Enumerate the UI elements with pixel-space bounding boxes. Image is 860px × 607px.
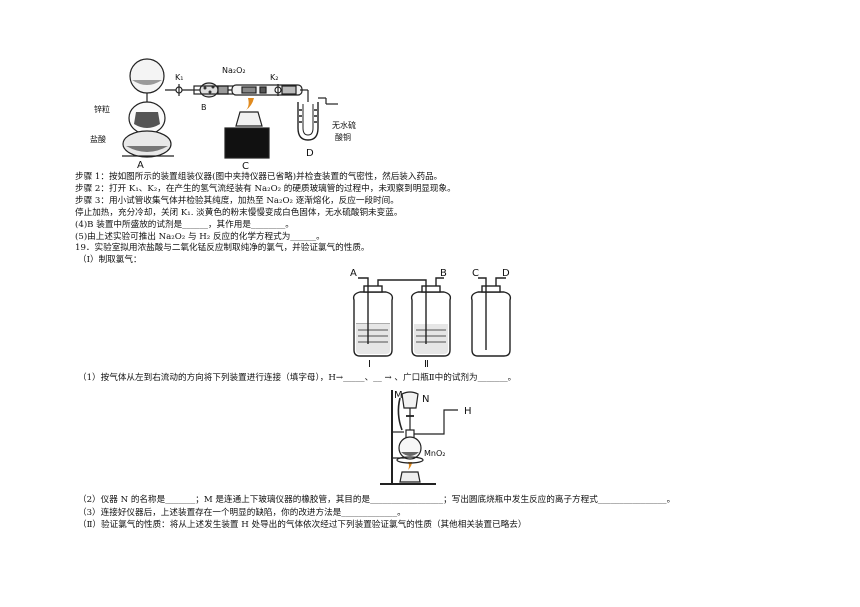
cuso4-label-1: 无水硫	[332, 120, 356, 130]
figure-na2o2-apparatus: K₁ Na₂O₂ K₂ 锌粒 盐酸 B A C D 无水硫 酸铜	[90, 58, 356, 170]
step-2-text: 步骤 2：打开 K₁、K₂，在产生的氢气流经装有 Na₂O₂ 的硬质玻璃管的过程…	[75, 184, 456, 194]
k1-label: K₁	[175, 73, 183, 82]
c-label: C	[242, 161, 249, 170]
bottle-c-label: C	[472, 268, 479, 279]
acid-label: 盐酸	[90, 134, 106, 144]
question-4: (4)B 装置中所盛放的试剂是______，其作用是________。	[75, 220, 294, 230]
cuso4-label-2: 酸铜	[335, 132, 351, 142]
figure-chlorine-generator: M N H MnO₂	[380, 390, 472, 485]
zinc-label: 锌粒	[94, 104, 110, 114]
question-1: （1）按气体从左到右流动的方向将下列装置进行连接（填字母），H→_____、__…	[78, 373, 517, 383]
question-2: （2）仪器 N 的名称是_______；M 是连通上下玻璃仪器的橡胶管，其目的是…	[78, 495, 676, 505]
na2o2-label: Na₂O₂	[222, 66, 246, 75]
n-label: N	[422, 394, 429, 405]
part-2-heading: （Ⅱ）验证氯气的性质：将从上述发生装置 H 处导出的气体依次经过下列装置验证氯气…	[78, 520, 527, 530]
bottle-b-label: B	[440, 268, 447, 279]
b-label: B	[201, 103, 207, 112]
k2-label: K₂	[270, 73, 278, 82]
d-label: D	[306, 148, 314, 159]
m-label: M	[394, 390, 403, 401]
a-label: A	[137, 160, 144, 170]
question-19: 19．实验室拟用浓盐酸与二氧化锰反应制取纯净的氯气，并验证氯气的性质。	[75, 243, 370, 253]
question-3: （3）连接好仪器后，上述装置存在一个明显的缺陷，你的改进方法是_________…	[78, 508, 406, 518]
step-3b-text: 停止加热，充分冷却，关闭 K₁. 淡黄色的粉末慢慢变成白色固体，无水硫酸铜未变蓝…	[75, 208, 403, 218]
bottle-d-label: D	[502, 268, 510, 279]
bottle-i-label: Ⅰ	[368, 359, 371, 368]
step-3-text: 步骤 3：用小试管收集气体并检验其纯度，加热至 Na₂O₂ 逐渐熔化，反应一段时…	[75, 196, 399, 206]
step-1-text: 步骤 1：按如图所示的装置组装仪器(图中夹持仪器已省略)并检查装置的气密性，然后…	[75, 172, 443, 182]
bottle-ii-label: Ⅱ	[424, 359, 429, 368]
question-5: (5)由上述实验可推出 Na₂O₂ 与 H₂ 反应的化学方程式为______。	[75, 232, 325, 242]
mno2-label: MnO₂	[424, 449, 445, 458]
h-label: H	[464, 406, 472, 417]
part-1-heading: （Ⅰ）制取氯气：	[78, 255, 142, 265]
figure-wash-bottles: A B C D Ⅰ Ⅱ	[350, 268, 512, 368]
bottle-a-label: A	[350, 268, 357, 279]
